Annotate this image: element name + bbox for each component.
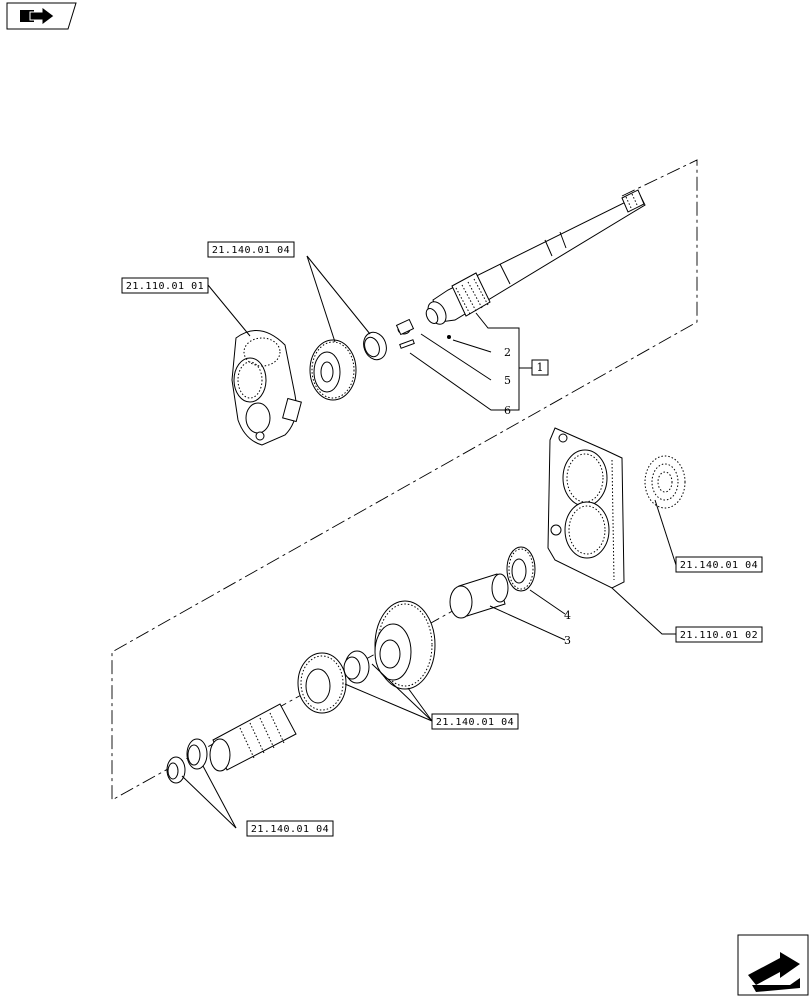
part-2-ball [447, 335, 451, 339]
middle-bushing [343, 650, 370, 684]
ref-label-r4[interactable]: 21.110.01 02 [675, 626, 763, 643]
large-gear [374, 600, 436, 690]
book-arrow-icon[interactable] [6, 2, 77, 30]
main-shaft [425, 189, 646, 325]
part-6-key [399, 339, 415, 349]
lower-rings [166, 738, 208, 784]
ref-text-r1: 21.140.01 04 [212, 245, 290, 256]
clutch-gear [297, 652, 347, 714]
item-number-5: 5 [504, 374, 511, 387]
item-number-3: 3 [564, 634, 571, 647]
next-page-arrow-icon[interactable] [737, 934, 809, 996]
item-number-2: 2 [504, 346, 511, 359]
item-number-4: 4 [564, 609, 571, 622]
upper-leaders [207, 255, 532, 411]
item-box-1: 1 [531, 359, 549, 376]
ref-text-r3: 21.140.01 04 [680, 560, 758, 571]
part-5-pin [395, 318, 415, 336]
upper-gear [309, 339, 357, 401]
ref-label-r2[interactable]: 21.110.01 01 [121, 277, 209, 294]
ref-text-r5: 21.140.01 04 [436, 717, 514, 728]
lower-leaders [181, 499, 677, 829]
part-4-small-gear [506, 546, 536, 592]
ref-label-r5[interactable]: 21.140.01 04 [431, 713, 519, 730]
ref-text-r6: 21.140.01 04 [251, 824, 329, 835]
ref-text-r2: 21.110.01 01 [126, 281, 204, 292]
right-housing [547, 427, 625, 589]
part-3-sleeve [449, 573, 509, 619]
upper-ring [363, 331, 387, 361]
ref-label-r3[interactable]: 21.140.01 04 [675, 556, 763, 573]
ref-text-r4: 21.110.01 02 [680, 630, 758, 641]
upper-housing [231, 330, 302, 446]
item-number-1: 1 [537, 361, 544, 374]
ref-label-r1[interactable]: 21.140.01 04 [207, 241, 295, 258]
assembly-boundary [111, 159, 698, 801]
right-bearing [644, 455, 686, 509]
lower-shaft [209, 703, 297, 772]
ref-label-r6[interactable]: 21.140.01 04 [246, 820, 334, 837]
item-number-6: 6 [504, 404, 511, 417]
